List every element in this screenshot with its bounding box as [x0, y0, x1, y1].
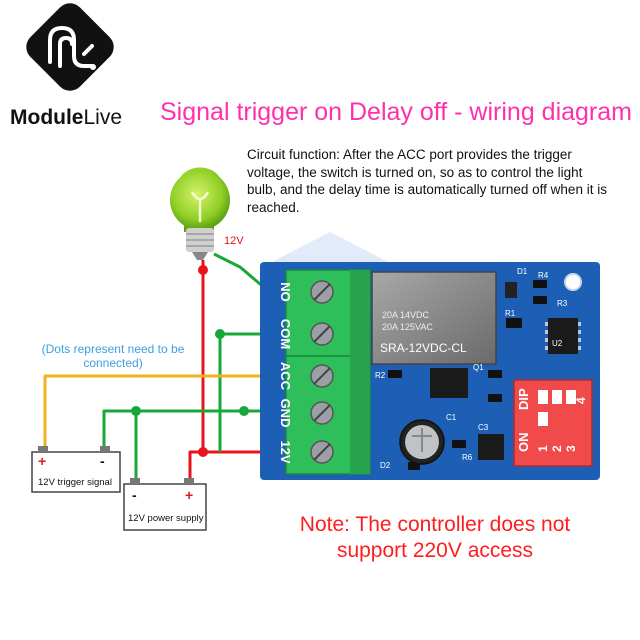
connection-dots	[131, 265, 249, 457]
terminal-label-no: NO	[278, 282, 293, 302]
battery-trigger-plus: +	[38, 453, 46, 469]
battery-power-label: 12V power supply	[128, 513, 204, 524]
label-r6: R6	[462, 453, 473, 462]
relay-line2: 20A 125VAC	[382, 322, 433, 332]
wire-green-com	[218, 332, 267, 452]
terminal-label-acc: ACC	[278, 362, 293, 391]
dots-note: (Dots represent need to be connected)	[41, 342, 185, 370]
relay-model: SRA-12VDC-CL	[380, 341, 467, 355]
label-q1: Q1	[473, 363, 484, 372]
dip-number-2: 2	[550, 445, 564, 452]
wire-red-bulb	[201, 260, 267, 454]
battery-trigger: + - 12V trigger signal	[31, 446, 121, 493]
label-c3: C3	[478, 423, 489, 432]
battery-power: - + 12V power supply	[123, 478, 207, 531]
warning-note: Note: The controller does not support 22…	[299, 513, 571, 562]
capacitor-c1	[399, 419, 445, 465]
terminal-block	[285, 269, 371, 475]
brand-light: Live	[83, 106, 123, 129]
smd-components	[388, 280, 581, 470]
circuit-function-text: Circuit function: After the ACC port pro…	[247, 147, 607, 215]
dip-number-1: 1	[536, 445, 550, 452]
label-d1: D1	[517, 267, 528, 276]
label-r2: R2	[375, 371, 386, 380]
relay-line1: 20A 14VDC	[382, 310, 430, 320]
label-r3: R3	[557, 299, 568, 308]
label-r1: R1	[505, 309, 516, 318]
wire-yellow-acc	[43, 374, 267, 452]
battery-power-minus: -	[132, 487, 137, 503]
dip-label-dip: DIP	[516, 388, 531, 410]
battery-trigger-label: 12V trigger signal	[38, 477, 112, 488]
wire-green-gnd	[102, 409, 267, 452]
battery-power-plus: +	[185, 487, 193, 503]
label-r4: R4	[538, 271, 549, 280]
modulelive-logo-icon	[26, 3, 114, 91]
terminal-label-com: COM	[278, 319, 293, 349]
brand-bold: Module	[10, 106, 84, 129]
label-u2: U2	[552, 339, 563, 348]
battery-trigger-minus: -	[100, 453, 105, 469]
dip-number-3: 3	[564, 445, 578, 452]
relay: 20A 14VDC 20A 125VAC SRA-12VDC-CL	[371, 271, 497, 365]
terminal-label-12v: 12V	[278, 440, 293, 463]
relay-module-pcb: NO COM ACC GND 12V 20A 14VDC 20A 125VAC …	[260, 262, 600, 480]
terminal-label-gnd: GND	[278, 399, 293, 428]
dip-switch: ON DIP 1 2 3 4	[513, 379, 593, 467]
dip-label-on: ON	[516, 433, 531, 453]
label-d2: D2	[380, 461, 391, 470]
brand-name: ModuleLive	[10, 106, 122, 130]
label-c1: C1	[446, 413, 457, 422]
bulb-voltage-label: 12V	[224, 235, 244, 247]
light-bulb-icon	[170, 167, 230, 260]
page-title: Signal trigger on Delay off - wiring dia…	[160, 98, 632, 126]
dip-number-4: 4	[574, 397, 588, 404]
wire-green-bulb-no	[213, 252, 268, 292]
